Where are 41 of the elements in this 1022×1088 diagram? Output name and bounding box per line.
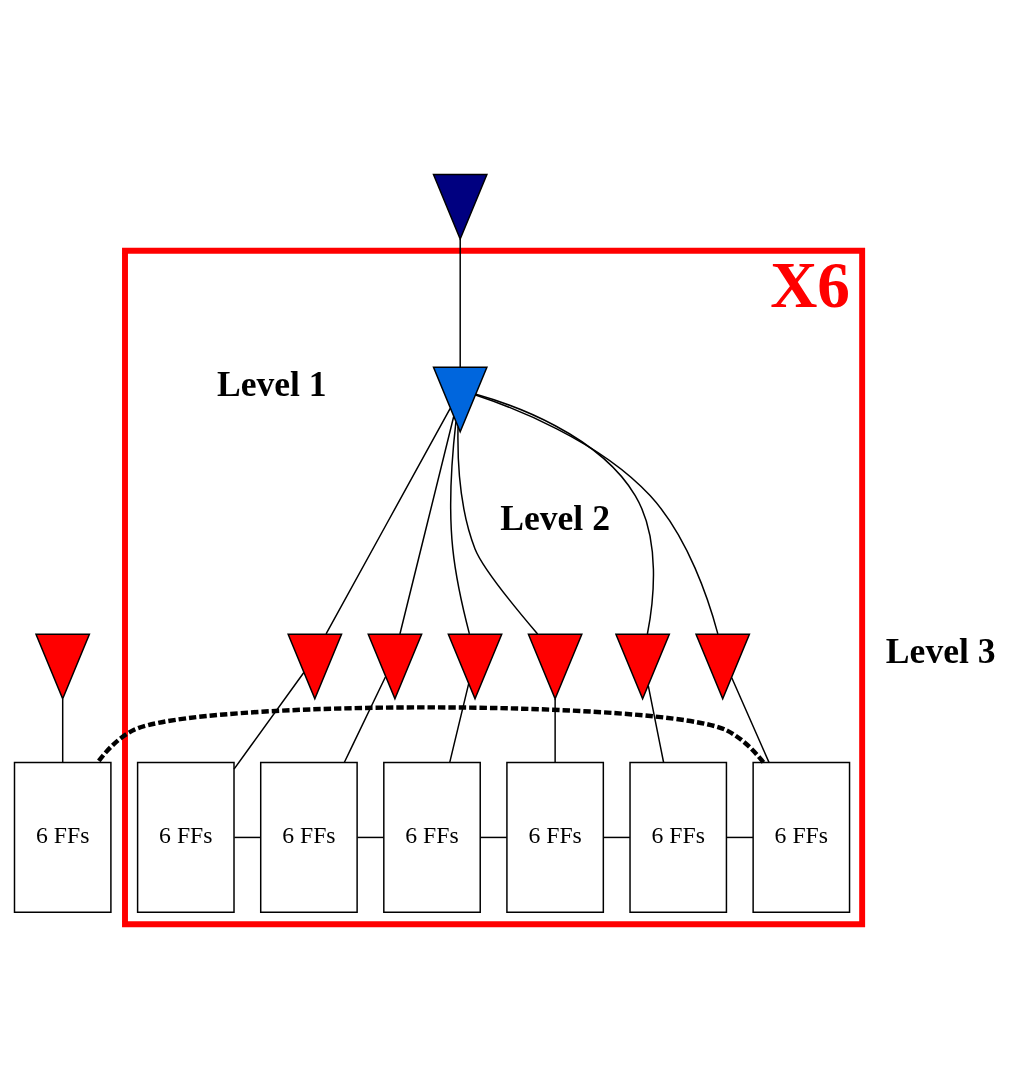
connector bbox=[459, 237, 461, 368]
node-triangle bbox=[34, 633, 91, 701]
connector bbox=[602, 836, 631, 838]
cluster bbox=[122, 247, 866, 927]
connector bbox=[95, 704, 766, 764]
node-triangle bbox=[432, 366, 488, 434]
node-triangle bbox=[287, 633, 343, 701]
label: Level 3 bbox=[885, 630, 996, 671]
connector bbox=[233, 671, 305, 770]
connector bbox=[325, 407, 451, 635]
connector bbox=[343, 675, 387, 763]
connector bbox=[449, 682, 470, 763]
node-triangle bbox=[614, 633, 671, 701]
node-triangle bbox=[432, 173, 488, 241]
connector bbox=[647, 684, 665, 763]
node-box: 6 FFs bbox=[629, 761, 728, 913]
connector bbox=[457, 425, 539, 635]
node-box: 6 FFs bbox=[259, 761, 358, 913]
label: Level 1 bbox=[216, 363, 327, 404]
label: Level 2 bbox=[500, 497, 610, 538]
node-box: 6 FFs bbox=[752, 761, 851, 913]
connector bbox=[474, 393, 719, 635]
connector bbox=[61, 697, 64, 763]
node-box: 6 FFs bbox=[383, 761, 481, 913]
node-box: 6 FFs bbox=[136, 761, 235, 913]
connector bbox=[554, 697, 556, 763]
connector bbox=[233, 836, 262, 838]
node-triangle bbox=[367, 633, 423, 701]
node-box: 6 FFs bbox=[506, 761, 605, 913]
node-triangle bbox=[694, 633, 751, 701]
node-box: 6 FFs bbox=[13, 761, 112, 913]
connector bbox=[450, 420, 471, 635]
connector bbox=[731, 676, 770, 763]
node-label: X6 bbox=[770, 248, 850, 321]
connector bbox=[726, 836, 754, 838]
node-triangle bbox=[447, 633, 503, 701]
connector bbox=[479, 836, 508, 838]
node-triangle bbox=[527, 633, 583, 701]
connector bbox=[356, 836, 385, 838]
connector bbox=[399, 415, 455, 635]
connector bbox=[475, 393, 655, 635]
